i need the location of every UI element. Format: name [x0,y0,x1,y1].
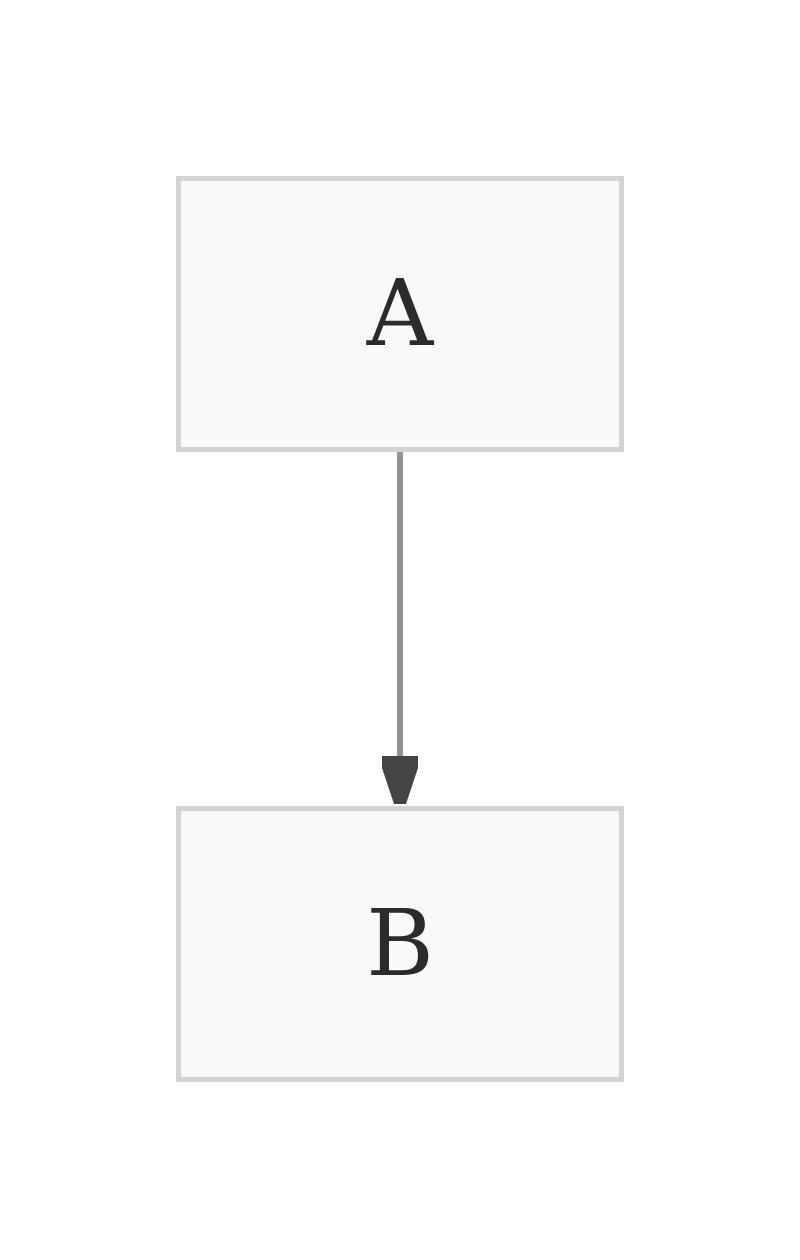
node-a[interactable]: A [176,176,624,452]
node-b[interactable]: B [176,806,624,1082]
node-b-label: B [366,890,434,997]
node-a-label: A [366,260,434,367]
edge-a-to-b-arrowhead [382,756,418,804]
